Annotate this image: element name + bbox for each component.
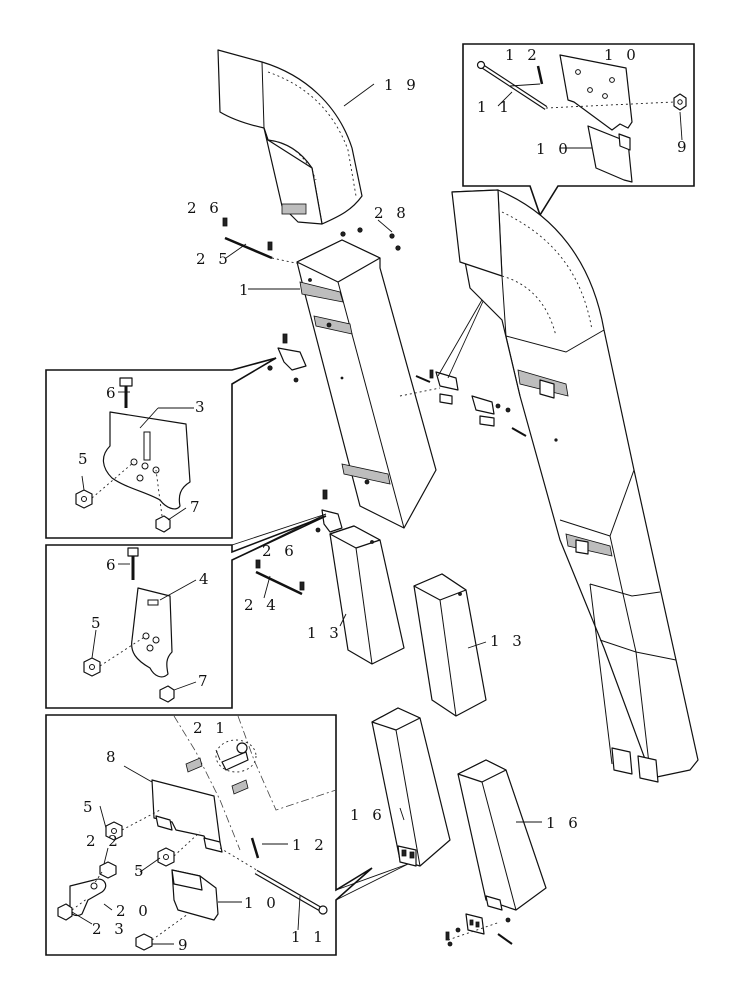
callout-12-inset-bottom: 1 2: [292, 836, 328, 854]
callout-19: 1 9: [384, 76, 420, 94]
callout-10-inset-top-b: 1 0: [536, 140, 572, 158]
callout-26-mid: 2 6: [262, 542, 298, 560]
callout-6-inset-b: 6: [106, 556, 120, 574]
callout-24: 2 4: [244, 596, 280, 614]
detail-inset-hinge-bottom: [45, 714, 409, 956]
callout-25: 2 5: [196, 250, 232, 268]
callout-5-inset-c: 5: [83, 798, 97, 816]
callout-22: 2 2: [86, 832, 122, 850]
callout-11-inset-bottom: 1 1: [291, 928, 327, 946]
callout-13-left: 1 3: [307, 624, 343, 642]
callout-3: 3: [195, 398, 209, 416]
callout-16-left: 1 6: [350, 806, 386, 824]
rod-24: [255, 559, 305, 596]
tube-section-13-right: [413, 573, 487, 717]
callout-9-inset-top: 9: [677, 138, 691, 156]
detail-inset-bracket-3: [45, 357, 277, 539]
callout-11-inset-top: 1 1: [477, 98, 513, 116]
tube-section-16-left: [371, 707, 451, 867]
leader-lines: [71, 83, 683, 945]
assembled-chute-right: [451, 189, 699, 783]
callout-1: 1: [239, 281, 253, 299]
callout-28: 2 8: [374, 204, 410, 222]
callout-10-inset-bottom: 1 0: [244, 894, 280, 912]
hardware-between-tubes: [399, 285, 527, 437]
callout-23: 2 3: [92, 920, 128, 938]
callout-9-inset-bottom: 9: [178, 936, 192, 954]
callout-26-top: 2 6: [187, 199, 223, 217]
hardware-top-tube: [222, 217, 401, 265]
callout-7-inset-a: 7: [190, 498, 204, 516]
detail-inset-hinge-top: [462, 43, 695, 217]
elbow-spout-19: [217, 49, 363, 225]
tube-section-13-left: [329, 525, 405, 665]
main-chute-tube-1: [296, 239, 437, 529]
callout-7-inset-b: 7: [198, 672, 212, 690]
callout-12-inset-top: 1 2: [505, 46, 541, 64]
callout-6-inset-a: 6: [106, 384, 120, 402]
callout-5-inset-b: 5: [91, 614, 105, 632]
callout-16-right: 1 6: [546, 814, 582, 832]
clamp-bracket-upper: [267, 333, 307, 383]
callout-labels: 1 9 1 2 5 2 6 2 8 1 2 1 0 1 1 1 0 9 6 3 …: [78, 46, 691, 954]
detail-inset-bracket-4: [45, 513, 327, 709]
callout-10-inset-top-a: 1 0: [604, 46, 640, 64]
callout-5-inset-a: 5: [78, 450, 92, 468]
callout-21: 2 1: [193, 719, 229, 737]
tube-section-16-right: [457, 759, 547, 911]
clamp-bracket-lower: [315, 489, 343, 533]
callout-13-right: 1 3: [490, 632, 526, 650]
callout-5-inset-d: 5: [134, 862, 148, 880]
hardware-bottom-right: [445, 913, 513, 947]
callout-8: 8: [106, 748, 120, 766]
callout-20: 2 0: [116, 902, 152, 920]
callout-4: 4: [199, 570, 213, 588]
